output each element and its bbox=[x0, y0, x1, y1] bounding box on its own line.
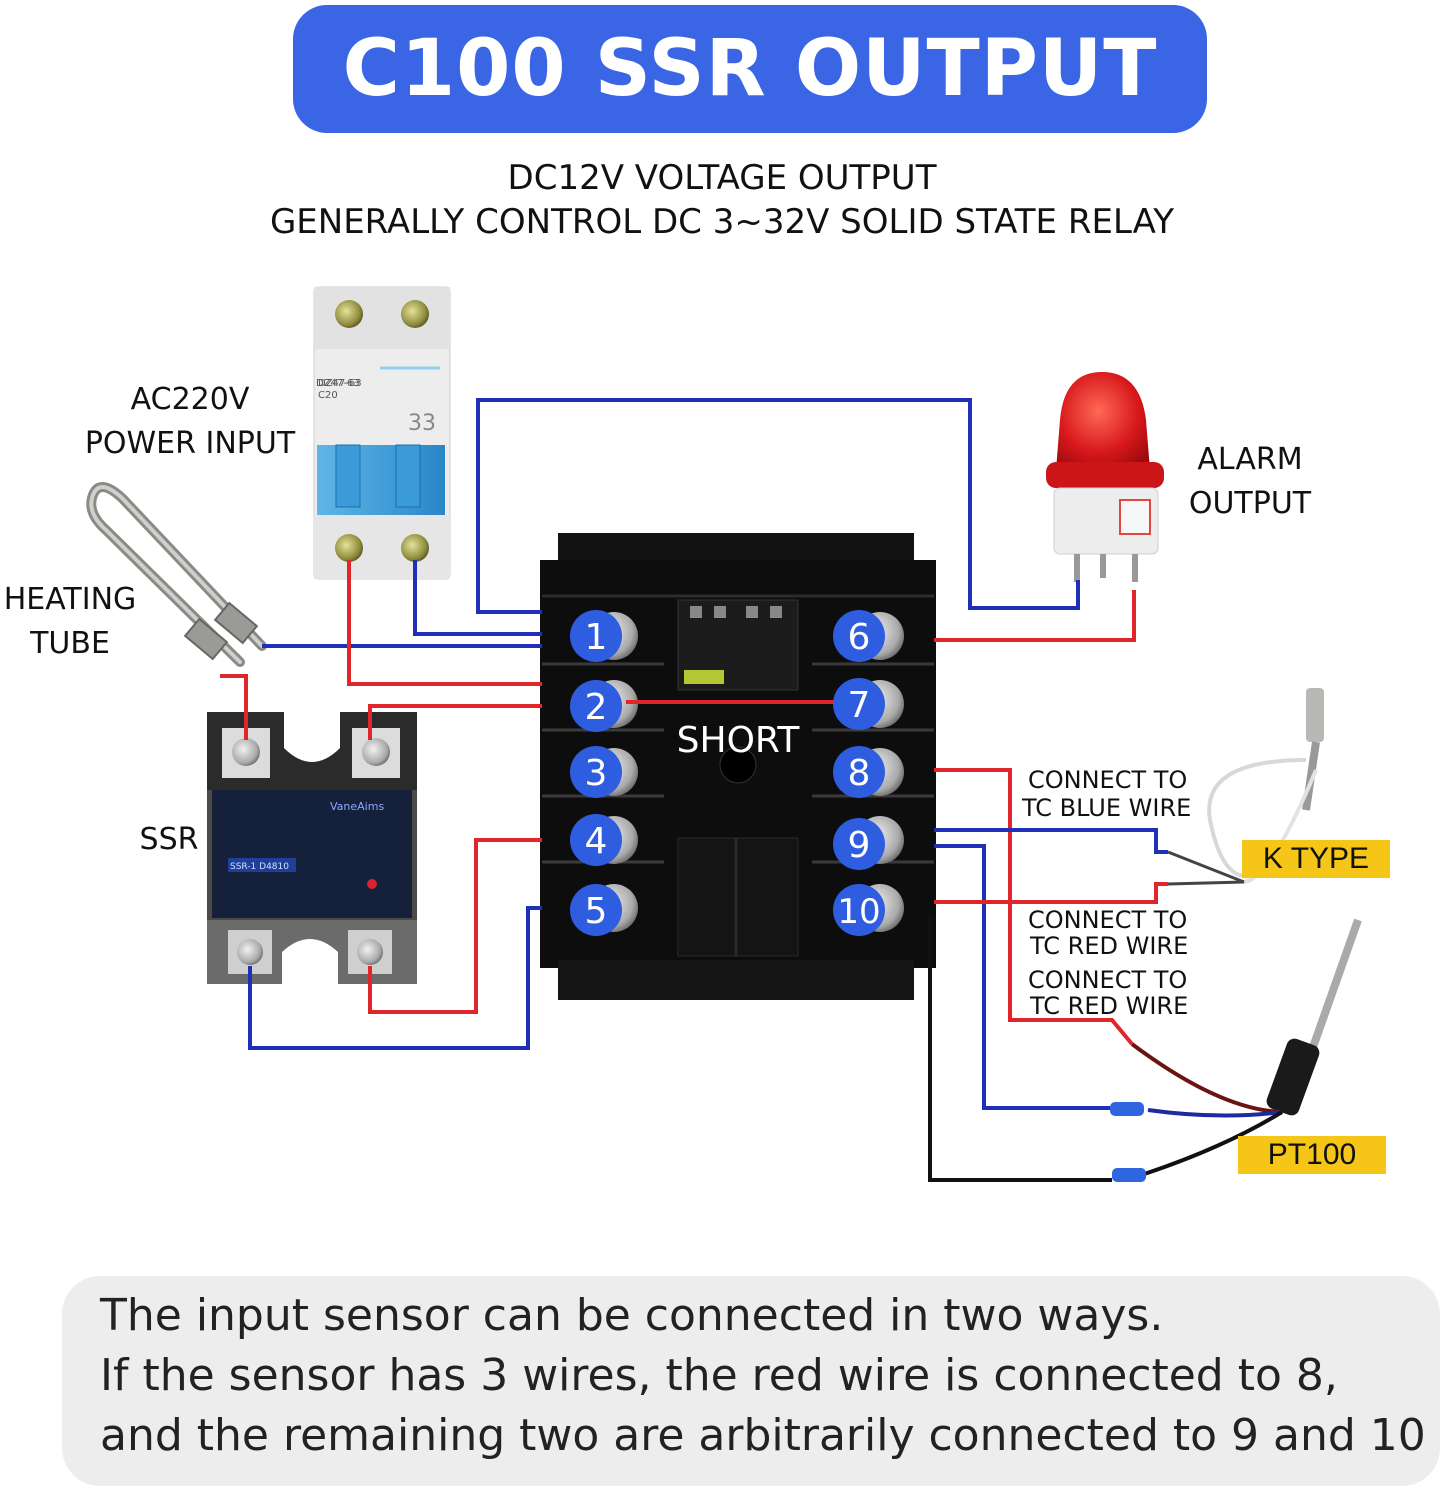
pt100-tag: PT100 bbox=[1238, 1136, 1386, 1174]
terminal-number: 5 bbox=[585, 891, 608, 932]
terminal-2: 2 bbox=[570, 680, 622, 732]
heating-tube-label-2: TUBE bbox=[30, 626, 110, 661]
terminal-number: 2 bbox=[585, 687, 608, 728]
wires bbox=[220, 398, 1168, 1182]
terminal-number: 4 bbox=[585, 821, 608, 862]
ssr-label: SSR bbox=[139, 822, 199, 857]
terminal-9: 9 bbox=[833, 818, 885, 870]
terminal-number: 1 bbox=[585, 617, 608, 658]
terminal-number: 8 bbox=[848, 753, 871, 794]
tc-red-label-2: TC RED WIRE bbox=[1030, 932, 1189, 960]
circuit-breaker: DZ47-63 C20 33 bbox=[313, 286, 451, 580]
terminal-8: 8 bbox=[833, 746, 885, 798]
svg-text:C20: C20 bbox=[318, 390, 338, 401]
terminal-number: 9 bbox=[848, 825, 871, 866]
page-title: C100 SSR OUTPUT bbox=[342, 24, 1158, 114]
terminal-5: 5 bbox=[570, 884, 622, 936]
breaker-model: DZ47-63 bbox=[316, 378, 360, 389]
tc-blue-label-2: TC BLUE WIRE bbox=[1022, 794, 1192, 822]
pt-red-label-2: TC RED WIRE bbox=[1030, 992, 1189, 1020]
alarm-label-2: OUTPUT bbox=[1188, 486, 1312, 521]
note-line-2: If the sensor has 3 wires, the red wire … bbox=[100, 1350, 1338, 1401]
terminal-7: 7 bbox=[833, 678, 885, 730]
terminal-1: 1 bbox=[570, 610, 622, 662]
note-box bbox=[62, 1276, 1440, 1486]
title-banner: C100 SSR OUTPUT bbox=[293, 5, 1207, 133]
alarm-label-1: ALARM bbox=[1197, 442, 1303, 477]
ssr-brand: VaneAims bbox=[330, 800, 384, 813]
power-input-label-2: POWER INPUT bbox=[84, 426, 296, 461]
power-input-label-1: AC220V bbox=[130, 382, 250, 417]
short-label: SHORT bbox=[677, 720, 801, 761]
terminal-badges-left: 1 2 3 4 5 bbox=[570, 610, 622, 936]
terminal-number: 7 bbox=[848, 685, 871, 726]
k-type-tag: K TYPE bbox=[1242, 840, 1390, 878]
subtitle-line-2: GENERALLY CONTROL DC 3~32V SOLID STATE R… bbox=[269, 202, 1175, 242]
ssr-model: SSR-1 D4810 bbox=[230, 862, 289, 872]
terminal-number: 10 bbox=[837, 892, 880, 932]
terminal-6: 6 bbox=[833, 610, 885, 662]
heating-tube-label-1: HEATING bbox=[3, 582, 137, 617]
tc-blue-label-1: CONNECT TO bbox=[1028, 766, 1188, 794]
terminal-4: 4 bbox=[570, 814, 622, 866]
terminal-3: 3 bbox=[570, 746, 622, 798]
pt100-probe bbox=[1110, 918, 1362, 1182]
terminal-badges-right: 6 7 8 9 10 bbox=[833, 610, 885, 936]
note-line-3: and the remaining two are arbitrarily co… bbox=[100, 1410, 1426, 1461]
svg-text:33: 33 bbox=[408, 411, 436, 436]
terminal-number: 6 bbox=[848, 617, 871, 658]
svg-text:DZ47-63: DZ47-63 bbox=[318, 378, 362, 389]
pt-red-label-1: CONNECT TO bbox=[1028, 966, 1188, 994]
ssr-module: VaneAims SSR-1 D4810 bbox=[207, 712, 417, 984]
terminal-number: 3 bbox=[585, 753, 608, 794]
heating-tube bbox=[86, 482, 267, 667]
terminal-10: 10 bbox=[833, 884, 885, 936]
note-line-1: The input sensor can be connected in two… bbox=[100, 1290, 1164, 1341]
subtitle-line-1: DC12V VOLTAGE OUTPUT bbox=[507, 158, 937, 198]
alarm-lamp bbox=[1046, 372, 1164, 582]
tc-red-label-1: CONNECT TO bbox=[1028, 906, 1188, 934]
